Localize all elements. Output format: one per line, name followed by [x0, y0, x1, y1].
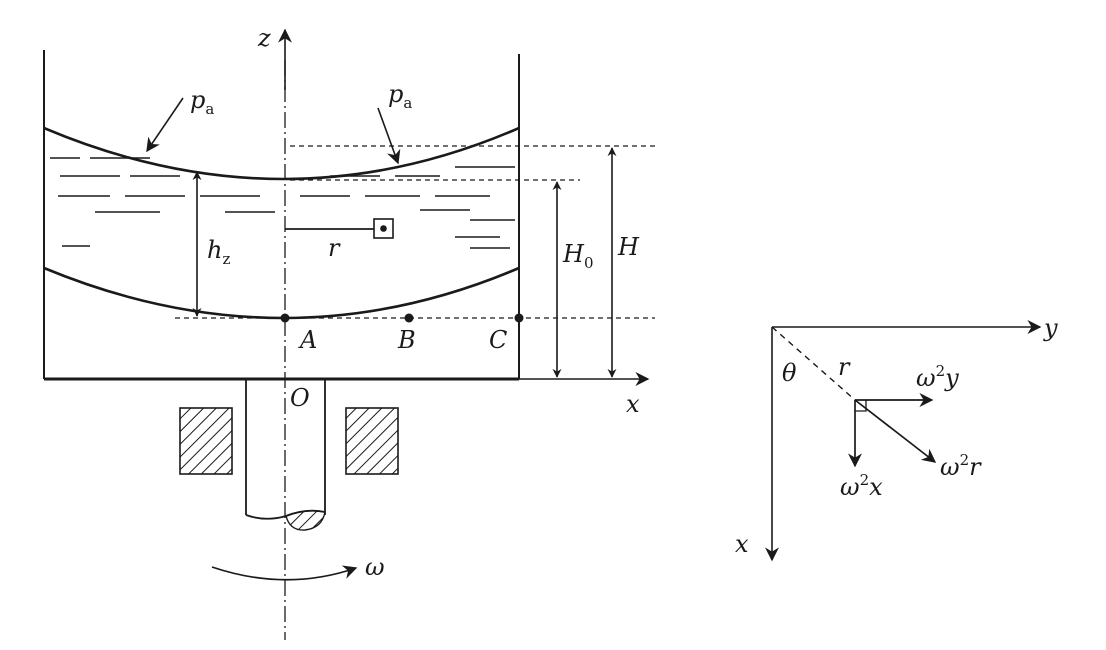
right-radius-label: r	[838, 353, 851, 381]
point-a-label: A	[298, 326, 317, 354]
right-angle-marker	[855, 400, 867, 412]
h0-label: H0	[562, 240, 593, 272]
pressure-right-arrow	[377, 107, 401, 165]
z-axis-label: z	[257, 24, 271, 52]
pressure-left-label: pa	[190, 86, 214, 118]
radius-dashed-line	[771, 326, 856, 401]
bearing-right	[345, 407, 399, 475]
fluid-element-box	[373, 218, 394, 239]
point-c-label: C	[489, 326, 507, 354]
pressure-right-label: pa	[388, 80, 412, 112]
free-surface-curve	[43, 126, 520, 181]
origin-label: O	[290, 384, 310, 412]
fluid-element-dot	[380, 225, 387, 232]
liquid-fill-dashes	[50, 157, 515, 249]
theta-label: θ	[782, 359, 797, 387]
hz-label: hz	[207, 236, 230, 268]
point-b-dot	[404, 313, 414, 323]
point-a-dot	[280, 313, 290, 323]
force-x-label: ω2x	[840, 471, 883, 501]
shaft-section-hatch	[285, 509, 326, 531]
right-x-axis-label: x	[735, 530, 749, 558]
isobaric-surface-curve	[43, 266, 520, 320]
h-label: H	[617, 233, 640, 261]
point-b-label: B	[397, 326, 416, 354]
radius-label: r	[328, 234, 341, 262]
pressure-left-arrow	[146, 97, 184, 153]
point-c-dot	[514, 313, 524, 323]
force-r-label: ω2r	[940, 451, 982, 481]
x-axis-label: x	[626, 390, 640, 418]
force-r-arrow	[854, 399, 937, 463]
right-y-axis-label: y	[1043, 314, 1058, 342]
force-y-label: ω2y	[916, 362, 959, 392]
bearing-left	[179, 407, 233, 475]
rotation-arrow	[211, 565, 358, 581]
omega-label: ω	[365, 553, 385, 581]
